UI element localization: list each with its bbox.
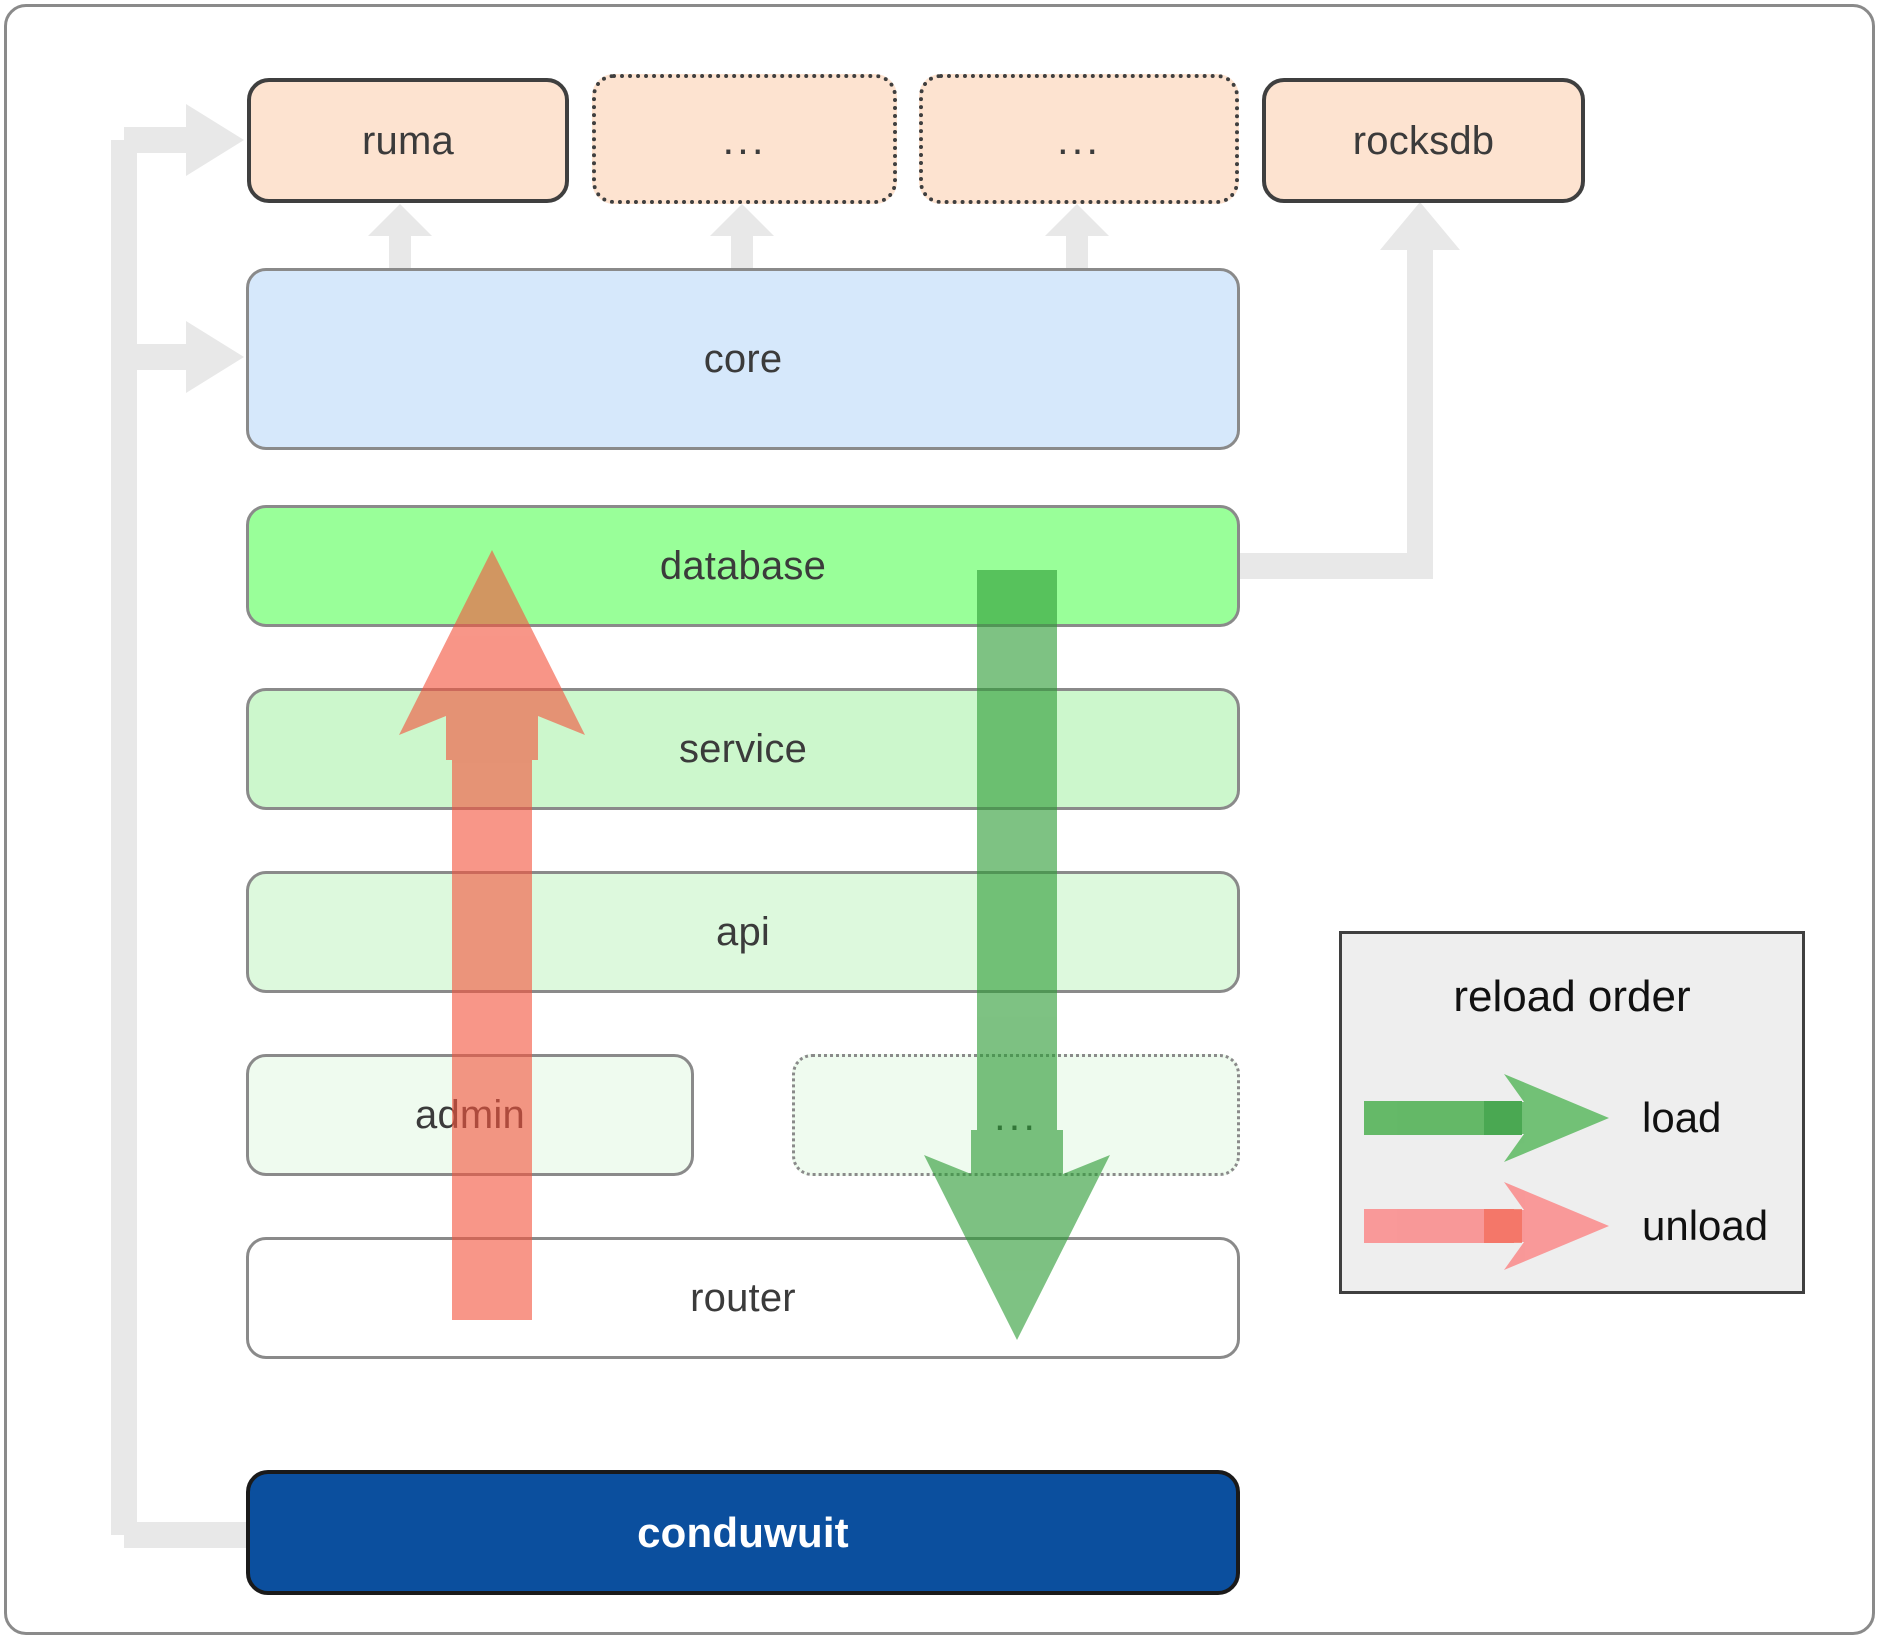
node-dep-2[interactable]: ... <box>592 74 897 204</box>
legend-load-label: load <box>1642 1094 1722 1141</box>
node-database[interactable]: database <box>246 505 1240 627</box>
legend-row-load: load <box>1342 1070 1802 1166</box>
node-core[interactable]: core <box>246 268 1240 450</box>
node-dep-3-label: ... <box>1056 115 1101 163</box>
node-router[interactable]: router <box>246 1237 1240 1359</box>
node-dep-2-label: ... <box>722 115 767 163</box>
node-rocksdb[interactable]: rocksdb <box>1262 78 1585 203</box>
node-admin[interactable]: admin <box>246 1054 694 1176</box>
node-layer-extra[interactable]: ... <box>792 1054 1240 1176</box>
node-conduwuit-label: conduwuit <box>637 1508 849 1556</box>
node-router-label: router <box>690 1276 796 1320</box>
node-core-label: core <box>703 337 783 381</box>
node-conduwuit[interactable]: conduwuit <box>246 1470 1240 1595</box>
legend-load-arrow-icon <box>1364 1074 1609 1162</box>
legend-row-unload: unload <box>1342 1178 1802 1274</box>
node-api[interactable]: api <box>246 871 1240 993</box>
node-layer-extra-label: ... <box>993 1091 1038 1139</box>
node-service[interactable]: service <box>246 688 1240 810</box>
node-rocksdb-label: rocksdb <box>1352 118 1495 163</box>
diagram-frame <box>4 4 1875 1635</box>
node-dep-3[interactable]: ... <box>919 74 1239 204</box>
legend-panel: reload order load unload <box>1339 931 1805 1294</box>
node-service-label: service <box>678 727 808 771</box>
legend-unload-label: unload <box>1642 1202 1769 1249</box>
legend-title: reload order <box>1453 972 1691 1021</box>
node-ruma[interactable]: ruma <box>247 78 569 203</box>
legend-unload-arrow-icon <box>1364 1182 1609 1270</box>
node-api-label: api <box>716 910 770 954</box>
node-admin-label: admin <box>415 1093 525 1137</box>
node-database-label: database <box>659 544 827 588</box>
node-ruma-label: ruma <box>362 118 454 163</box>
